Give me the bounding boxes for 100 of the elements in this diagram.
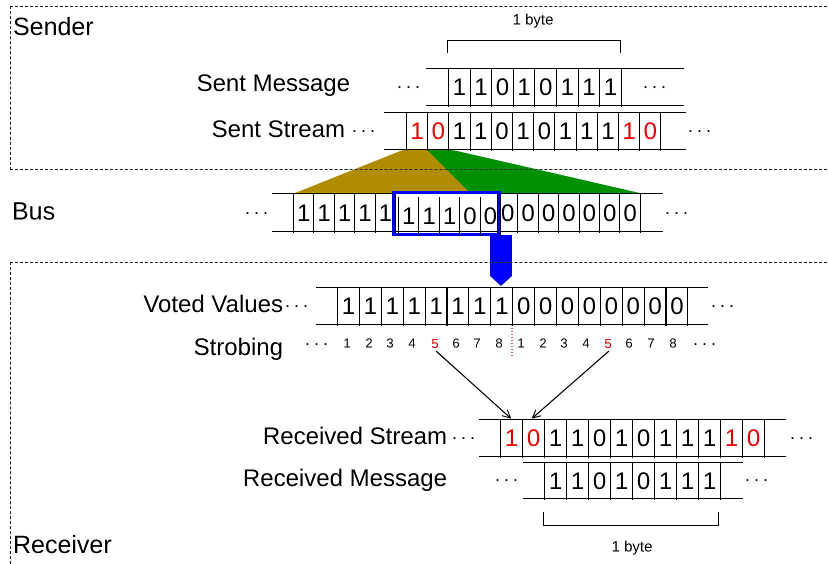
strobe-number: 5 [601,336,615,352]
bit-cell: 1 [424,288,448,326]
bit-cell: 0 [600,288,623,326]
bit-cell: 1 [358,288,382,326]
bit-cell: 1 [438,197,460,236]
bit-cell: 1 [554,113,577,151]
bit-cell: 0 [644,288,666,326]
bit-cell: 1 [402,288,426,326]
bit-cell: 1 [374,194,396,233]
bit-cell: 0 [742,420,765,458]
bit-cell: 0 [639,113,662,151]
ellipsis: ··· [304,334,332,352]
strobe-number: 4 [408,336,416,350]
dashed-region [10,6,827,170]
ellipsis: ··· [642,77,670,95]
bit-cell: 1 [654,463,677,500]
bit-cell: 0 [490,113,513,151]
strobe-number: 8 [669,336,677,350]
bit-cell: 1 [698,420,721,458]
bit-cell: 1 [599,69,622,107]
bit-cell: 0 [588,463,611,500]
spread-wedge [295,149,470,193]
bit-cell: 1 [698,463,721,500]
bit-cell: 1 [610,463,633,500]
bit-strip [384,112,686,150]
bit-cell: 1 [500,420,523,458]
bit-cell: 1 [578,69,600,107]
ellipsis: ··· [352,121,378,139]
ellipsis: ··· [664,203,692,221]
strobe-number: 1 [517,336,525,350]
row-label: Voted Values [143,293,283,317]
bit-cell: 0 [533,113,556,151]
block-arrow [490,235,512,286]
ellipsis: ··· [688,121,714,139]
bit-cell: 1 [566,463,589,500]
bit-strip [426,68,684,106]
spread-wedge [426,149,640,193]
bit-strip [316,287,708,325]
strobe-number: 1 [343,336,351,350]
selection-window [392,191,501,236]
ellipsis: ··· [494,470,522,488]
strobe-number: 8 [495,336,503,350]
bit-cell: 0 [534,288,557,326]
bit-cell: 0 [622,288,645,326]
bit-cell: 0 [578,288,601,326]
bit-cell: 1 [490,288,514,326]
bit-cell: 0 [666,288,688,326]
bit-cell: 1 [676,463,699,500]
bit-cell: 0 [427,113,450,151]
bit-cell: 0 [480,197,501,236]
bit-cell: 0 [459,197,481,236]
bit-cell: 0 [534,69,557,107]
byte-label: 1 byte [512,12,554,28]
bit-cell: 1 [337,288,360,326]
strobe-number: 2 [365,336,373,350]
bit-cell: 1 [544,463,567,500]
ellipsis: ··· [244,203,272,221]
bit-cell: 1 [556,69,579,107]
strobe-number: 6 [625,336,633,350]
strobe-number: 7 [473,336,481,350]
bit-strip [479,419,786,457]
bit-cell: 1 [512,69,536,107]
arrow [532,350,610,418]
bit-cell: 1 [398,197,420,236]
bit-cell: 1 [470,113,492,151]
row-label: Sent Message [196,72,350,96]
bit-cell: 0 [522,420,545,458]
bit-cell: 1 [566,420,589,458]
arrow [436,350,511,418]
bit-cell: 0 [632,463,655,500]
bit-cell: 1 [448,69,471,107]
byte-label: 1 byte [612,540,652,554]
row-label: Sent Stream [212,118,345,142]
ellipsis: ··· [452,428,478,446]
ellipsis: ··· [710,296,738,314]
ellipsis: ··· [284,296,312,314]
row-label: Strobing [194,336,283,360]
strobe-number: 4 [582,336,590,350]
strobe-number: 3 [560,336,568,350]
bit-cell: 1 [446,288,470,326]
bit-cell: 0 [517,194,539,233]
bit-cell: 1 [470,69,492,107]
bit-cell: 0 [588,420,611,458]
bit-cell: 0 [578,194,600,233]
ellipsis: ··· [790,428,816,446]
row-label: Bus [12,200,56,224]
bit-cell: 0 [632,420,655,458]
bit-cell: 0 [599,194,620,233]
bit-cell: 1 [448,113,471,151]
bit-cell: 0 [491,69,514,107]
bit-cell: 1 [406,113,428,151]
ellipsis: ··· [744,470,772,488]
bit-cell: 0 [619,194,641,233]
bit-cell: 1 [720,420,743,458]
bit-cell: 1 [512,113,534,151]
bit-cell: 1 [313,194,335,233]
ellipsis: ··· [692,334,720,352]
bit-cell: 1 [468,288,492,326]
bit-cell: 1 [596,113,619,151]
ellipsis: ··· [396,77,424,95]
